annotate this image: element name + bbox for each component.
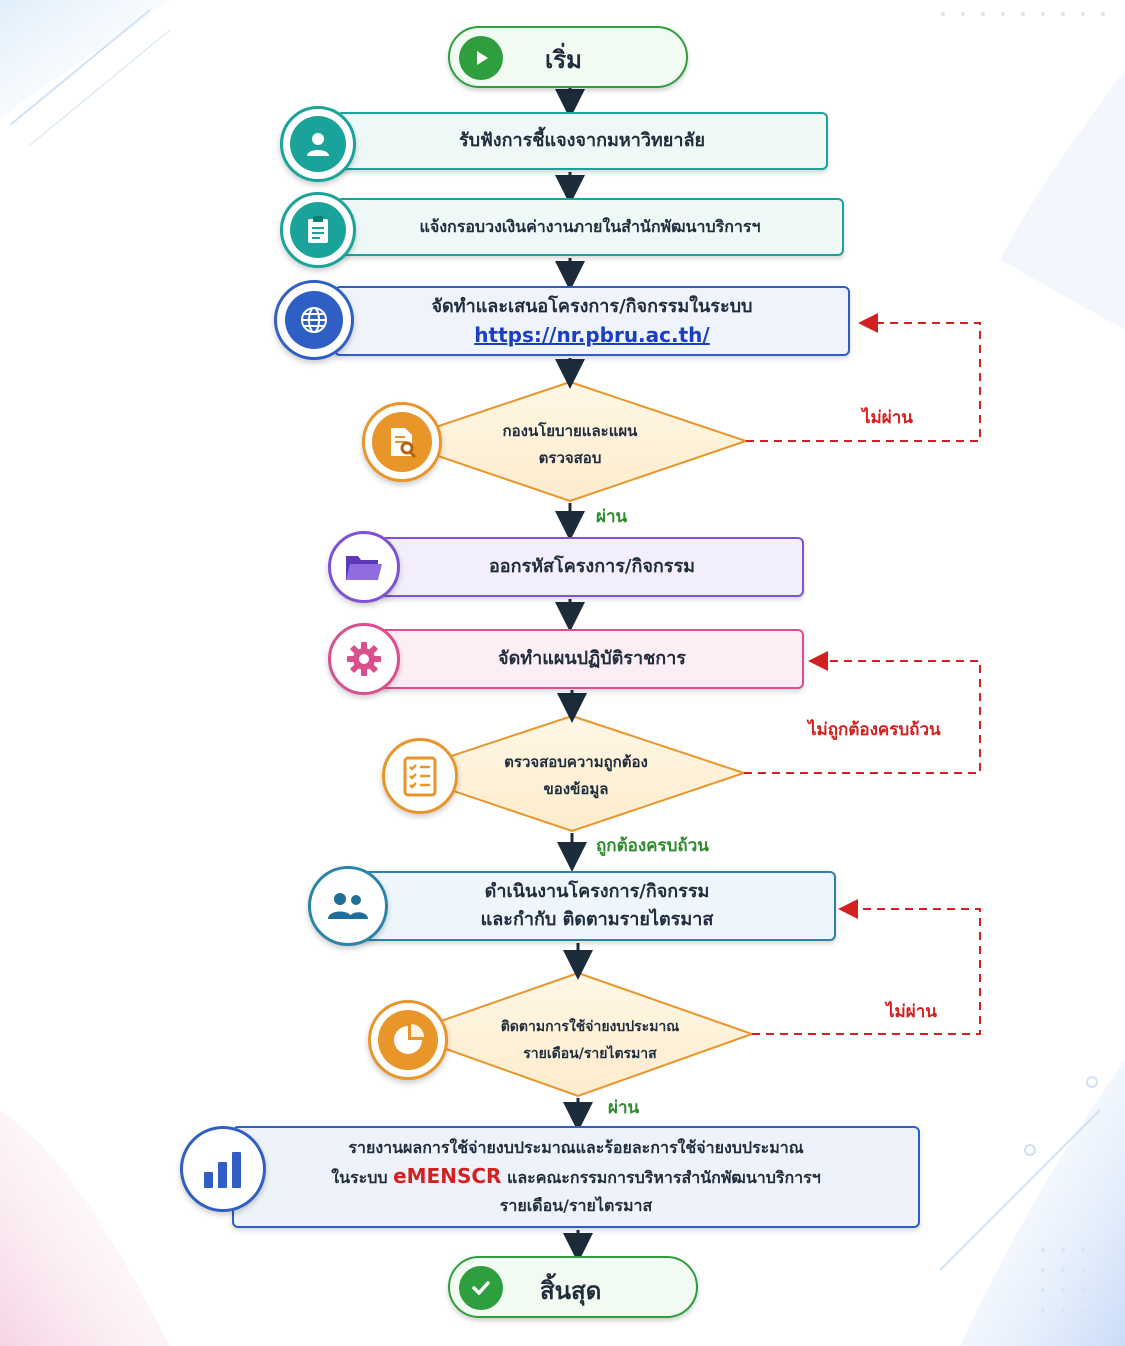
check-icon <box>454 1261 508 1315</box>
step-box-implement-project: ดำเนินงานโครงการ/กิจกรรม และกำกับ ติดตาม… <box>358 871 836 941</box>
edge-label-fail: ไม่ผ่าน <box>886 1002 937 1022</box>
edge-label-fail: ไม่ถูกต้องครบถ้วน <box>808 720 941 740</box>
step-text: ดำเนินงานโครงการ/กิจกรรม <box>484 881 710 902</box>
step-box-budget-notice: แจ้งกรอบวงเงินค่างานภายในสำนักพัฒนาบริกา… <box>336 198 844 256</box>
edge-label-pass: ผ่าน <box>596 507 628 527</box>
document-search-icon <box>391 428 417 459</box>
step-text: ออกรหัสโครงการ/กิจกรรม <box>489 556 695 577</box>
folder-icon-badge <box>328 531 400 603</box>
step-box-report-results: รายงานผลการใช้จ่ายงบประมาณและร้อยละการใช… <box>232 1126 920 1228</box>
step-box-submit-project: จัดทำและเสนอโครงการ/กิจกรรมในระบบ https:… <box>334 286 850 356</box>
loop-d1-fail <box>746 313 981 442</box>
loop-d3-fail <box>752 899 981 1035</box>
step-text: รายเดือน/รายไตรมาส <box>499 1196 653 1215</box>
decision-diamond-1 <box>390 380 750 503</box>
clipboard-icon <box>308 216 328 243</box>
decision-text: ติดตามการใช้จ่ายงบประมาณ รายเดือน/รายไตร… <box>500 1019 680 1062</box>
team-icon-badge <box>308 866 388 946</box>
team-icon <box>328 893 368 919</box>
edge-label-pass: ผ่าน <box>608 1098 640 1118</box>
document-search-icon-badge <box>362 402 442 482</box>
user-icon <box>307 133 329 156</box>
decision-diamond-3 <box>400 971 756 1098</box>
end-label: สิ้นสุด <box>540 1277 602 1305</box>
start-label: เริ่ม <box>545 46 582 74</box>
step-text: รายงานผลการใช้จ่ายงบประมาณและร้อยละการใช… <box>348 1138 804 1157</box>
bar-chart-icon-badge <box>180 1126 266 1212</box>
step-box-listen-briefing: รับฟังการชี้แจงจากมหาวิทยาลัย <box>336 112 828 170</box>
bg-decoration-bottom-left <box>0 1110 170 1346</box>
user-icon-badge <box>280 106 356 182</box>
bar-chart-icon <box>204 1152 241 1188</box>
step-text: และกำกับ ติดตามรายไตรมาส <box>480 909 714 930</box>
edge-label-pass: ถูกต้องครบถ้วน <box>596 836 709 856</box>
step-box-issue-project-code: ออกรหัสโครงการ/กิจกรรม <box>380 537 804 597</box>
pie-chart-icon <box>394 1024 424 1054</box>
step-text: จัดทำแผนปฏิบัติราชการ <box>498 648 686 669</box>
checklist-icon <box>403 756 437 797</box>
step-box-action-plan: จัดทำแผนปฏิบัติราชการ <box>380 629 804 689</box>
gear-icon-badge <box>328 623 400 695</box>
step-text: แจ้งกรอบวงเงินค่างานภายในสำนักพัฒนาบริกา… <box>419 217 761 236</box>
loop-d2-fail <box>744 651 981 774</box>
step-text: ในระบบ eMENSCR และคณะกรรมการบริหารสำนักพ… <box>331 1164 821 1188</box>
decision-diamond-2 <box>396 714 748 833</box>
decision-text: ตรวจสอบความถูกต้อง ของข้อมูล <box>504 753 648 798</box>
bg-decoration-top-left <box>0 0 170 120</box>
bg-decoration-bottom-right <box>960 1060 1125 1346</box>
decision-text: กองนโยบายและแผน ตรวจสอบ <box>502 422 638 467</box>
emenscr-brand: eMENSCR <box>393 1164 502 1188</box>
pie-chart-icon-badge <box>368 1000 448 1080</box>
play-icon <box>454 31 508 85</box>
bg-dot-grid <box>941 12 1105 1312</box>
globe-icon-badge <box>274 280 354 360</box>
edge-label-fail: ไม่ผ่าน <box>862 408 913 428</box>
nr-system-link[interactable]: https://nr.pbru.ac.th/ <box>474 323 710 347</box>
step-text: รับฟังการชี้แจงจากมหาวิทยาลัย <box>458 130 706 151</box>
bg-decoration-right <box>1000 70 1125 330</box>
globe-icon <box>301 307 327 333</box>
step-text: จัดทำและเสนอโครงการ/กิจกรรมในระบบ <box>431 296 753 317</box>
folder-icon <box>346 556 382 580</box>
checklist-icon-badge <box>382 738 458 814</box>
clipboard-icon-badge <box>280 192 356 268</box>
gear-icon <box>347 642 381 676</box>
